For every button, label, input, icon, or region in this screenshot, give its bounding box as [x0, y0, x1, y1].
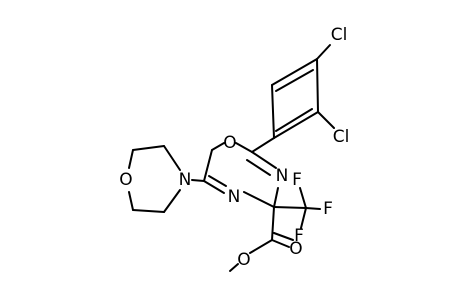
bond	[251, 137, 275, 153]
bond	[271, 239, 290, 248]
bond	[316, 58, 319, 113]
bond	[275, 108, 313, 132]
bond	[243, 191, 275, 208]
bond	[132, 209, 165, 213]
bond	[128, 191, 134, 211]
bond	[163, 145, 181, 171]
bond	[273, 206, 307, 209]
morpholine-oxygen-label: O	[119, 170, 132, 190]
ring-nitrogen-left-label: N	[228, 187, 241, 207]
bond	[211, 142, 225, 151]
bond	[251, 151, 277, 169]
fluorine-bottom-label: F	[294, 226, 304, 246]
bond	[128, 149, 134, 169]
chlorine-para-label: Cl	[331, 25, 348, 45]
ester-ether-oxygen-label: O	[237, 250, 250, 270]
fluorine-right-label: F	[323, 199, 333, 219]
ring-nitrogen-right-label: N	[276, 166, 289, 186]
bond	[246, 159, 271, 176]
bond	[132, 145, 165, 151]
chlorine-ortho-label: Cl	[333, 127, 350, 147]
fluorine-top-label: F	[292, 170, 302, 190]
bond	[317, 111, 335, 129]
morpholine-nitrogen-label: N	[179, 170, 192, 190]
bond	[229, 263, 239, 272]
bond	[203, 180, 225, 194]
bond	[249, 239, 273, 254]
bond	[300, 207, 307, 229]
bond	[163, 189, 181, 213]
ring-oxygen-label: O	[223, 133, 236, 153]
bond	[299, 187, 307, 209]
bond	[208, 175, 227, 187]
bond	[191, 179, 205, 182]
bond	[273, 111, 319, 139]
ester-carbonyl-oxygen-label: O	[289, 239, 302, 259]
bond	[316, 44, 331, 60]
bond	[235, 142, 253, 153]
bond	[305, 207, 321, 210]
bond	[273, 187, 279, 208]
bond	[273, 232, 294, 241]
bond	[275, 69, 314, 92]
bond	[203, 149, 213, 182]
bond	[271, 206, 275, 241]
bond	[271, 84, 275, 139]
bond	[271, 58, 318, 86]
